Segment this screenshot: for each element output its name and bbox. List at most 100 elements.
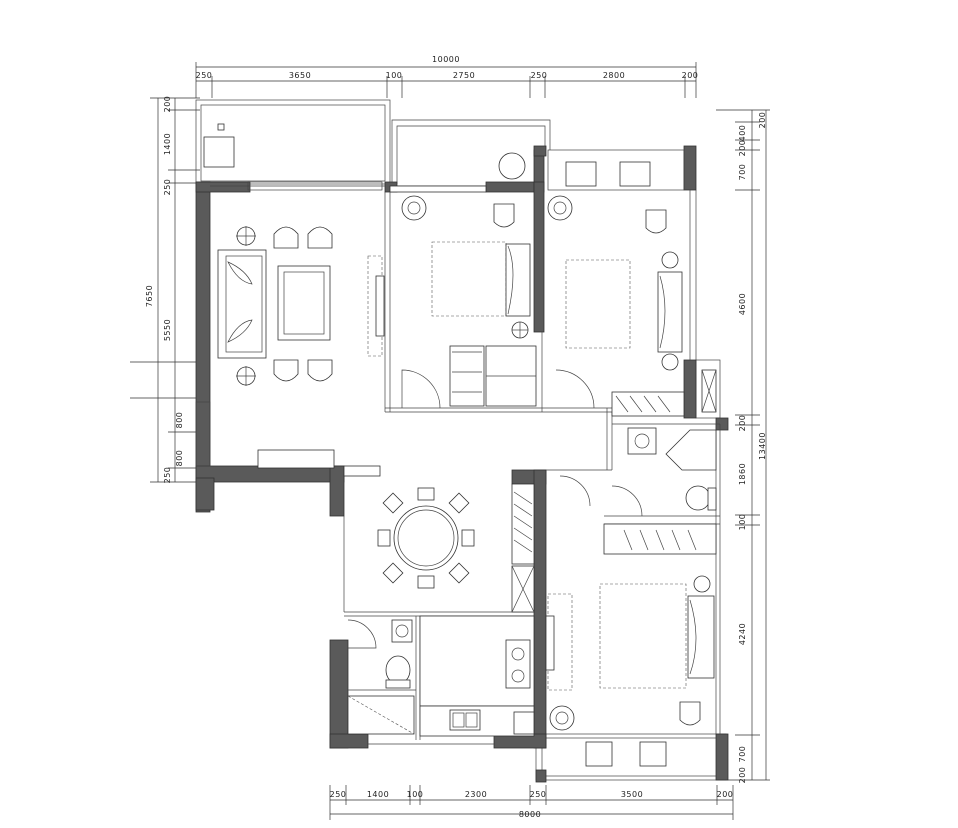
master-bedroom [545,475,717,767]
right-dim-1: 200 [758,112,767,129]
top-dim-6: 2800 [603,71,625,80]
right-dim-9: 4240 [738,623,747,645]
shoe-cabinet [257,449,335,469]
bedroom-1 [389,185,537,409]
wardrobe-icon [449,345,485,407]
washbasin-icon [391,619,413,643]
right-dim-2: 400 [738,125,747,142]
coffee-table-icon [277,265,331,341]
dining-area [377,483,535,613]
armchair-icon [619,161,651,187]
dining-table-icon [393,505,459,571]
armchair-icon [273,359,299,382]
lamp-icon [661,251,679,269]
sink-icon [449,709,481,731]
desk-chair-icon [493,203,515,228]
window-icon [195,401,211,467]
right-dim-10: 700 [738,746,747,763]
top-dim-3: 100 [386,71,403,80]
left-dim-7: 250 [163,467,172,484]
right-dimensions: 200 400 200 700 4600 200 1860 100 4240 7… [716,109,770,784]
bedroom-2 [547,149,685,417]
top-dim-4: 2750 [453,71,475,80]
washing-machine-icon [203,136,235,168]
right-dim-4: 700 [738,164,747,181]
bathroom-left [347,619,415,735]
right-dim-3: 200 [738,140,747,157]
bottom-total-label: 8000 [519,810,541,819]
top-total-label: 10000 [432,55,460,64]
bottom-dim-3: 100 [407,790,424,799]
bed-icon [599,583,687,689]
shower-icon [665,429,717,471]
armchair-icon [585,741,613,767]
balcony-bottom-right [535,733,727,781]
bed-icon [431,241,507,317]
dining-chair-icon [417,575,435,589]
armchair-icon [565,161,597,187]
balcony-top-center [391,119,551,184]
armchair-icon [307,359,333,382]
bottom-dim-1: 250 [330,790,347,799]
plant-icon [498,152,526,180]
right-dim-8: 100 [738,514,747,531]
balcony-top-left [195,99,391,185]
right-dim-6: 200 [738,415,747,432]
dining-chair-icon [377,529,391,547]
balcony-right-small [695,359,721,419]
bottom-dim-7: 200 [717,790,734,799]
bottom-dim-5: 250 [530,790,547,799]
toilet-icon [685,485,711,511]
sliding-door-icon [247,181,383,191]
left-dim-6: 800 [175,450,184,467]
left-dim-4: 5550 [163,319,172,341]
fridge-icon [513,711,535,735]
left-dim-2: 1400 [163,133,172,155]
armchair-icon [273,226,299,249]
plant-icon [547,195,573,221]
lamp-icon [693,575,711,593]
stove-icon [505,639,531,689]
washbasin-icon [627,427,657,455]
tv-icon [545,615,555,671]
wine-cabinet-icon [511,483,535,565]
sofa-icon [217,249,267,359]
left-dim-3: 250 [163,179,172,196]
armchair-icon [639,741,667,767]
bathroom-right [611,427,717,517]
desk-chair-icon [679,701,701,726]
right-dim-7: 1860 [738,463,747,485]
top-dim-2: 3650 [289,71,311,80]
left-dimensions: 200 1400 250 5550 800 800 250 7650 [130,96,200,484]
bottom-dim-6: 3500 [621,790,643,799]
armchair-icon [307,226,333,249]
bottom-dim-2: 1400 [367,790,389,799]
desk-chair-icon [645,209,667,234]
plant-icon [401,195,427,221]
right-dim-11: 200 [738,767,747,784]
shower-icon [347,695,415,735]
wardrobe-icon [603,523,717,555]
tv-cabinet [367,255,383,357]
dining-chair-icon [461,529,475,547]
dining-chair-icon [417,487,435,501]
left-total-label: 7650 [145,285,154,307]
lamp-icon [661,353,679,371]
bottom-dim-4: 2300 [465,790,487,799]
top-dimensions: 10000 250 3650 100 2750 250 2800 200 [196,55,699,98]
kitchen [419,615,535,737]
tv-icon [375,275,385,337]
top-dim-7: 200 [682,71,699,80]
wardrobe-icon [611,391,685,417]
bottom-dimensions: 250 1400 100 2300 250 3500 200 8000 [330,785,734,820]
window-icon [389,185,487,193]
left-dim-1: 200 [163,96,172,113]
right-total-label: 13400 [758,432,767,460]
plant-icon [549,705,575,731]
top-dim-5: 250 [531,71,548,80]
left-dim-5: 800 [175,412,184,429]
right-dim-5: 4600 [738,293,747,315]
living-room [195,181,385,477]
top-dim-1: 250 [196,71,213,80]
